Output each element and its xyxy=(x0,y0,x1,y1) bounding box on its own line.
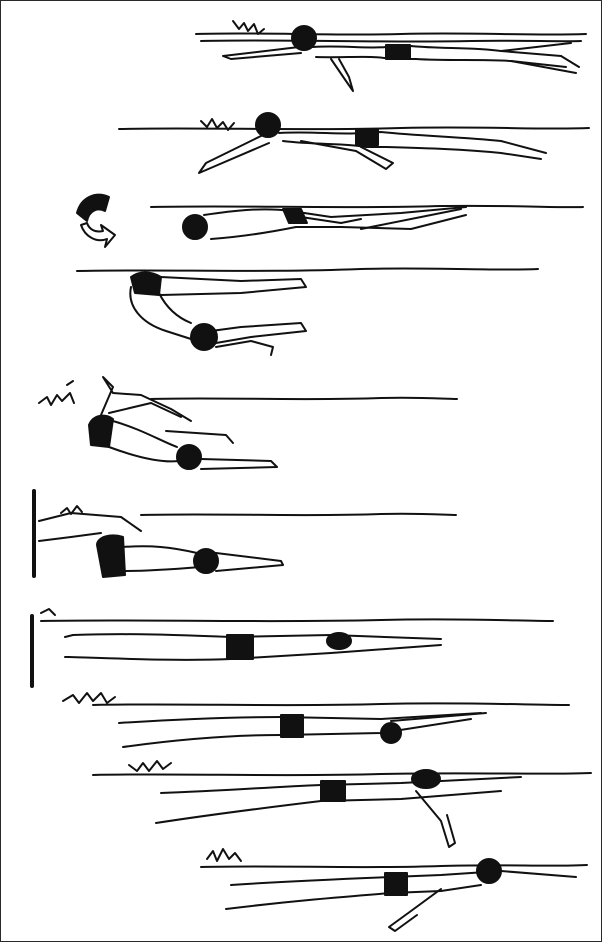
torso-outline xyxy=(69,645,441,660)
arm-outline xyxy=(416,791,455,847)
water-line xyxy=(141,514,456,515)
frame-3-swimmer xyxy=(77,195,583,247)
frame-2-swimmer xyxy=(119,113,589,173)
arm-outline xyxy=(199,135,269,173)
frame-9-swimmer xyxy=(93,761,591,847)
rotation-arrow-icon xyxy=(77,195,109,221)
legs-outline xyxy=(65,635,73,657)
torso-outline xyxy=(316,57,566,67)
swimsuit-icon xyxy=(97,535,125,577)
swimsuit-icon xyxy=(227,635,253,659)
head-icon xyxy=(194,549,218,573)
frame-5-swimmer xyxy=(39,377,457,469)
head-icon xyxy=(177,445,201,469)
splash-icon xyxy=(63,693,115,703)
torso-outline xyxy=(73,634,441,639)
water-line xyxy=(196,33,586,34)
rotation-arrow-icon xyxy=(81,223,115,247)
water-line xyxy=(201,40,581,41)
arm-outline xyxy=(331,59,353,91)
swimsuit-icon xyxy=(281,715,303,737)
head-icon xyxy=(256,113,280,137)
swimsuit-icon xyxy=(131,273,161,296)
frame-1-swimmer xyxy=(196,21,586,91)
legs-outline xyxy=(39,513,141,541)
splash-icon xyxy=(207,849,241,861)
water-line xyxy=(151,206,583,207)
swimsuit-icon xyxy=(385,873,407,895)
swimsuit-icon xyxy=(89,416,113,447)
torso-outline xyxy=(283,141,541,159)
head-icon xyxy=(412,770,440,788)
splash-icon xyxy=(233,21,264,34)
frame-6-swimmer xyxy=(34,491,456,577)
frame-8-swimmer xyxy=(63,693,569,747)
water-line xyxy=(119,127,589,129)
swimsuit-icon xyxy=(386,45,410,59)
head-icon xyxy=(327,633,351,649)
water-line xyxy=(41,619,553,621)
splash-icon xyxy=(39,381,74,405)
frame-7-swimmer xyxy=(32,609,553,686)
torso-outline xyxy=(211,215,466,239)
water-line xyxy=(201,865,587,867)
splash-icon xyxy=(129,761,171,771)
swimsuit-icon xyxy=(321,781,345,801)
head-icon xyxy=(183,215,207,239)
arm-outline xyxy=(211,323,306,343)
frame-10-swimmer xyxy=(201,849,587,931)
frame-4-swimmer xyxy=(77,268,538,355)
legs-outline xyxy=(501,43,579,73)
head-icon xyxy=(381,723,401,743)
arm-outline xyxy=(223,47,301,59)
water-line xyxy=(93,773,591,775)
swimsuit-icon xyxy=(356,129,378,145)
head-icon xyxy=(191,324,217,350)
water-line xyxy=(93,703,569,705)
torso-outline xyxy=(159,293,191,323)
water-line xyxy=(77,268,538,271)
arm-outline xyxy=(216,341,273,355)
water-line xyxy=(151,398,457,399)
torso-outline xyxy=(123,546,201,571)
torso-outline xyxy=(109,421,179,461)
arm-outline xyxy=(216,553,283,571)
splash-icon xyxy=(41,609,55,615)
swimsuit-icon xyxy=(283,209,307,223)
legs-outline xyxy=(109,403,181,417)
torso-outline xyxy=(226,885,481,909)
torso-outline xyxy=(279,132,546,153)
legs-outline xyxy=(161,277,306,295)
